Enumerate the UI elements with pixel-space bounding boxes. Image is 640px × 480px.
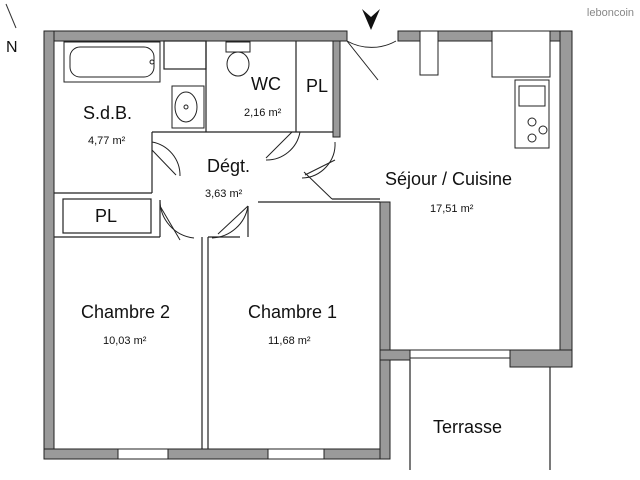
windows [117, 30, 551, 460]
room-name-sejour: Séjour / Cuisine [385, 169, 512, 189]
compass-label: N [6, 39, 18, 56]
kitchen-counter-icon [514, 79, 550, 149]
north-arrow-icon: N [5, 3, 18, 56]
room-area-sdb: 4,77 m² [88, 135, 126, 147]
doors [151, 40, 397, 241]
toilet-icon [225, 41, 251, 77]
room-name-pl-top: PL [306, 76, 328, 96]
watermark: leboncoin [587, 7, 634, 19]
room-area-chambre2: 10,03 m² [103, 335, 147, 347]
room-area-chambre1: 11,68 m² [268, 335, 311, 347]
room-name-terrasse: Terrasse [433, 417, 502, 437]
entrance-arrow-icon [362, 9, 380, 30]
room-area-degt: 3,63 m² [205, 188, 243, 200]
walls [43, 30, 573, 460]
bathtub-icon [63, 41, 161, 83]
fixtures [63, 41, 550, 149]
room-area-sejour: 17,51 m² [430, 203, 474, 215]
room-name-pl-left: PL [95, 206, 117, 226]
room-name-chambre1: Chambre 1 [248, 302, 337, 322]
room-area-wc: 2,16 m² [244, 107, 282, 119]
room-name-degt: Dégt. [207, 156, 250, 176]
interior-walls [54, 40, 551, 470]
sink-icon [171, 85, 205, 129]
room-name-sdb: S.d.B. [83, 103, 132, 123]
room-name-chambre2: Chambre 2 [81, 302, 170, 322]
room-name-wc: WC [251, 74, 281, 94]
